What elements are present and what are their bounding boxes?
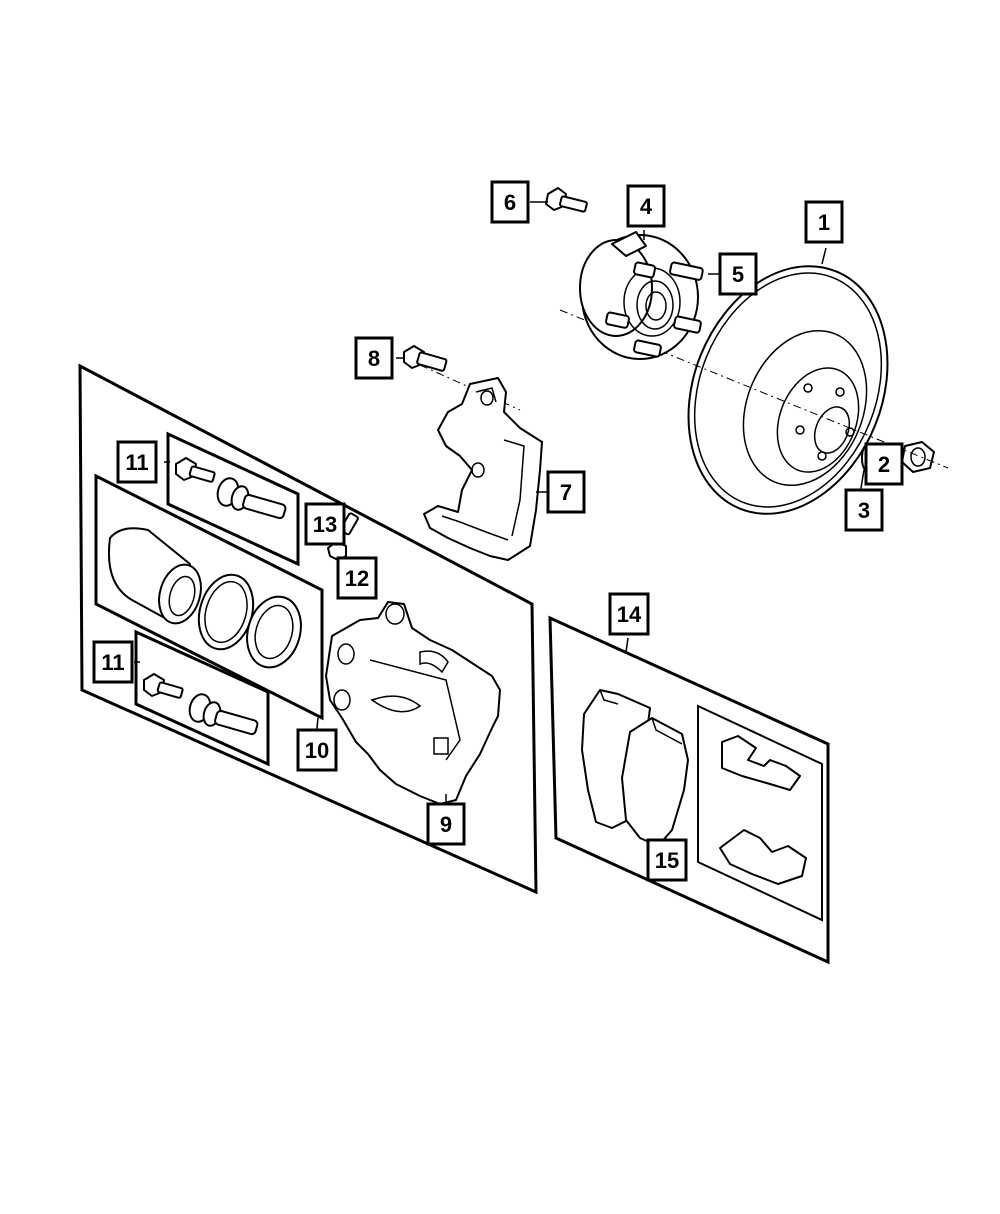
svg-text:9: 9 xyxy=(440,812,452,837)
pad-kit-panel xyxy=(548,615,830,965)
callout-11-lower: 11 xyxy=(92,640,134,684)
hub-nut xyxy=(901,441,935,473)
disc-brake-caliper xyxy=(325,601,501,805)
callout-15: 15 xyxy=(646,838,688,882)
callout-11-upper: 11 xyxy=(116,440,158,484)
hub-bolt xyxy=(545,187,588,213)
callout-5: 5 xyxy=(718,252,758,296)
svg-text:4: 4 xyxy=(640,194,653,219)
svg-text:15: 15 xyxy=(655,848,679,873)
svg-text:2: 2 xyxy=(878,452,890,477)
svg-text:5: 5 xyxy=(732,262,744,287)
brake-rotor xyxy=(687,265,889,515)
svg-text:8: 8 xyxy=(368,346,380,371)
callout-14: 14 xyxy=(608,592,650,636)
svg-text:1: 1 xyxy=(818,210,830,235)
callout-9: 9 xyxy=(426,802,466,846)
svg-text:11: 11 xyxy=(101,650,124,675)
svg-text:3: 3 xyxy=(858,498,870,523)
callout-10: 10 xyxy=(296,728,338,772)
callout-3: 3 xyxy=(844,488,884,532)
callout-12: 12 xyxy=(336,556,378,600)
svg-text:13: 13 xyxy=(313,512,337,537)
seal-kit-panel xyxy=(94,473,324,721)
svg-text:6: 6 xyxy=(504,190,516,215)
svg-text:14: 14 xyxy=(617,602,642,627)
svg-text:10: 10 xyxy=(305,738,329,763)
svg-text:11: 11 xyxy=(125,450,148,475)
hub-and-bearing xyxy=(579,231,704,360)
callout-1: 1 xyxy=(804,200,844,244)
guide-pin-kit-lower xyxy=(134,629,270,767)
callout-8: 8 xyxy=(354,336,394,380)
caliper-adapter xyxy=(423,377,543,561)
svg-text:12: 12 xyxy=(345,566,369,591)
guide-pin-kit-upper xyxy=(166,431,300,567)
callout-2: 2 xyxy=(864,442,904,486)
callout-7: 7 xyxy=(546,470,586,514)
svg-text:7: 7 xyxy=(560,480,572,505)
callout-13: 13 xyxy=(304,502,346,546)
callout-4: 4 xyxy=(626,184,666,228)
callout-6: 6 xyxy=(490,180,530,224)
adapter-bolt xyxy=(403,345,448,372)
